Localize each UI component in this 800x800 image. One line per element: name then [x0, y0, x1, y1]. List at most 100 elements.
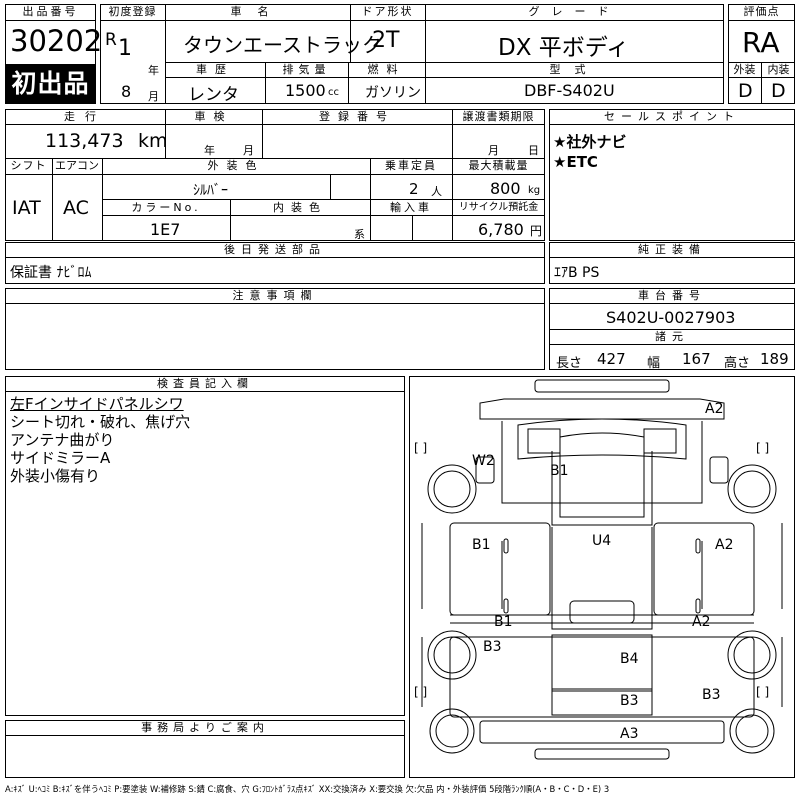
- caution-label: 注意事項欄: [232, 289, 318, 302]
- exterior-grade: D: [738, 80, 753, 102]
- mark-a2-right-sill: A2: [692, 614, 711, 630]
- reg-no-label: 登録番号: [319, 110, 395, 123]
- exhibit-no: 30202: [10, 24, 103, 58]
- car-name: タウンエーストラック: [183, 33, 382, 57]
- mileage: 113,473: [45, 130, 124, 152]
- interior-grade-label: 内装: [767, 63, 790, 76]
- recycle-deposit: 6,780: [478, 220, 524, 239]
- first-reg-year: 1: [118, 36, 132, 61]
- month-unit: 月: [148, 90, 159, 103]
- interior-color-unit: 系: [354, 228, 365, 241]
- genuine-equip-box: [549, 242, 795, 284]
- inspector-note-5: 外装小傷有り: [10, 467, 101, 485]
- bracket-right-rear: [ ]: [756, 685, 770, 699]
- sales-point-2: ★ETC: [553, 153, 598, 171]
- transfer-label: 譲渡書類期限: [462, 110, 535, 123]
- chassis-label: 車台番号: [638, 289, 706, 302]
- fuel-label: 燃料: [367, 63, 406, 76]
- door-label: ドア形状: [361, 5, 414, 18]
- inspector-note-2: シート切れ・破れ、焦げ穴: [10, 413, 191, 431]
- grade: DX 平ボディ: [498, 35, 630, 61]
- color-no-label: カラーNo.: [131, 201, 201, 214]
- max-load-unit: kg: [528, 185, 541, 196]
- later-parts: 保証書 ﾅﾋﾞﾛﾑ: [10, 265, 92, 281]
- ac: AC: [63, 197, 89, 219]
- recycle-unit: 円: [530, 224, 543, 238]
- displacement-label: 排気量: [282, 63, 331, 76]
- mark-a3: A3: [620, 726, 639, 742]
- genuine-equip-label: 純正装備: [638, 243, 706, 256]
- inspector-note-1: 左Fインサイドパネルシワ: [10, 395, 184, 413]
- inspector-note-3: アンテナ曲がり: [10, 431, 115, 449]
- ac-label: エアコン: [55, 159, 99, 172]
- inspection-month-unit: 月: [243, 144, 254, 157]
- interior-color-label: 内装色: [273, 201, 327, 214]
- mark-b3-tailgate: B3: [620, 693, 639, 709]
- later-parts-box: [5, 242, 545, 284]
- caution-box: [5, 288, 545, 370]
- mark-w2: W2: [472, 453, 495, 469]
- displacement-unit: cc: [328, 87, 339, 98]
- inspector-label: 検査員記入欄: [157, 377, 253, 390]
- color-no: 1E7: [150, 220, 181, 239]
- capacity-label: 乗車定員: [385, 159, 437, 172]
- import-label: 輸入車: [390, 201, 432, 214]
- office-label: 事務局よりご案内: [141, 721, 269, 734]
- model: DBF-S402U: [524, 81, 615, 100]
- transfer-day-unit: 日: [528, 144, 539, 157]
- mark-a2-front: A2: [705, 401, 724, 417]
- transfer-month-unit: 月: [488, 144, 499, 157]
- grade-label: グレード: [528, 5, 621, 18]
- history: レンタ: [188, 85, 239, 105]
- displacement: 1500: [285, 81, 326, 100]
- color-label: 外装色: [207, 159, 265, 172]
- shift: IAT: [12, 197, 41, 219]
- inspection-year-unit: 年: [204, 144, 215, 157]
- inspector-box: [5, 376, 405, 716]
- mileage-unit: km: [138, 130, 168, 152]
- first-reg-month: 8: [121, 82, 132, 101]
- mileage-label: 走行: [64, 110, 106, 123]
- mark-b1-left-door: B1: [472, 537, 491, 553]
- first-listing-badge: 初出品: [5, 64, 96, 104]
- office-box: [5, 720, 405, 778]
- first-reg-label: 初度登録: [108, 5, 157, 18]
- max-load: 800: [490, 179, 521, 198]
- genuine-equip: ｴｱB PS: [554, 265, 600, 281]
- fuel: ガソリン: [365, 85, 421, 101]
- mark-b1-roof: B1: [550, 463, 569, 479]
- bracket-right-front: [ ]: [756, 441, 770, 455]
- chassis-number: S402U-0027903: [606, 308, 736, 327]
- height-label: 高さ: [724, 356, 751, 371]
- sales-points-label: セールスポイント: [604, 110, 740, 123]
- width-label: 幅: [647, 356, 661, 371]
- vehicle-diagram-box: A2 W2 B1 B1 U4 A2 B1 A2 B3 B4 B3 B3 A3 […: [409, 376, 795, 778]
- history-label: 車歴: [196, 63, 234, 76]
- later-parts-label: 後日発送部品: [224, 243, 326, 256]
- length-label: 長さ: [556, 356, 583, 371]
- capacity: 2: [409, 180, 419, 198]
- header-grid: [100, 4, 724, 104]
- dims-label: 諸元: [655, 330, 689, 343]
- exterior-grade-label: 外装: [733, 63, 756, 76]
- width: 167: [682, 350, 711, 368]
- score-label: 評価点: [743, 5, 780, 18]
- interior-grade: D: [771, 80, 786, 102]
- mark-u4: U4: [592, 533, 612, 549]
- car-name-label: 車名: [230, 5, 285, 18]
- sales-points-box: [549, 109, 795, 241]
- door-type: 2T: [372, 28, 400, 53]
- year-unit: 年: [148, 64, 159, 77]
- inspector-note-4: サイドミラーA: [10, 449, 111, 467]
- shift-label: シフト: [10, 159, 47, 172]
- bracket-left-rear: [ ]: [414, 685, 428, 699]
- mark-b3-left: B3: [483, 639, 502, 655]
- legend: A:ｷｽﾞ U:ﾍｺﾐ B:ｷｽﾞを伴うﾍｺﾐ P:要塗装 W:補修跡 S:錆 …: [5, 784, 610, 794]
- sales-point-1: ★社外ナビ: [553, 133, 627, 151]
- era: R: [105, 30, 117, 50]
- mark-b1-left-sill: B1: [494, 614, 513, 630]
- specs-grid: [5, 109, 545, 241]
- capacity-unit: 人: [431, 185, 442, 198]
- length: 427: [597, 350, 626, 368]
- color: ｼﾙﾊﾞｰ: [193, 183, 228, 199]
